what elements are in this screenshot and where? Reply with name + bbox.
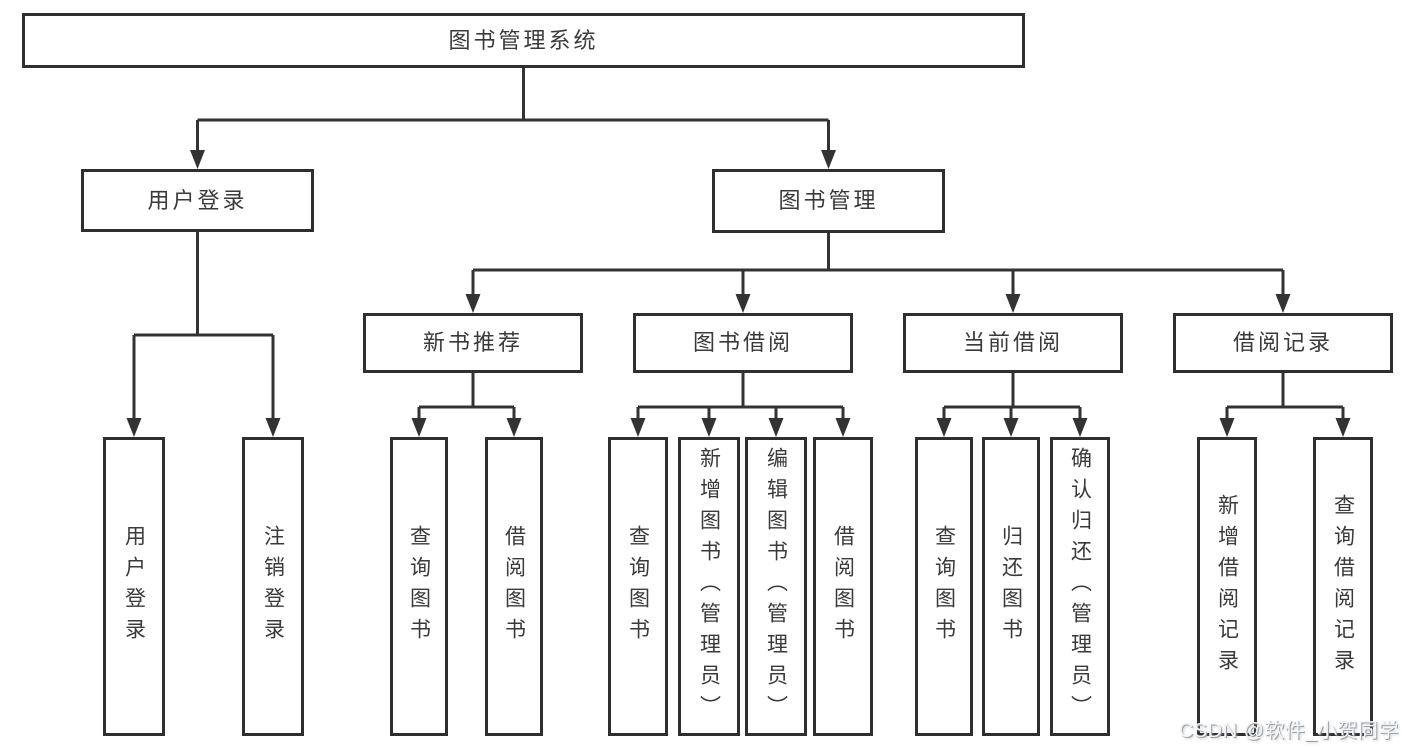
leaf-label: 注销登录	[261, 524, 285, 649]
arrow-down-icon	[265, 418, 281, 437]
leaf-label: 查询借阅记录	[1331, 493, 1355, 680]
leaf-query-borrow-record: 查询借阅记录	[1313, 437, 1373, 736]
arrow-down-icon	[821, 150, 836, 169]
arrow-down-icon	[1275, 294, 1291, 313]
arrow-down-icon	[126, 418, 142, 437]
csdn-watermark: CSDN @软件_小贺同学	[1178, 720, 1399, 742]
node-label: 图书管理系统	[448, 27, 599, 53]
arrow-down-icon	[1003, 418, 1019, 437]
node-label: 借阅记录	[1232, 330, 1333, 355]
leaf-label: 编辑图书（管理员）	[764, 447, 788, 726]
leaf-label: 新增借阅记录	[1215, 493, 1239, 680]
arrow-down-icon	[1005, 294, 1021, 313]
node-label: 当前借阅	[962, 330, 1063, 355]
leaf-confirm-return-admin: 确认归还（管理员）	[1050, 437, 1110, 736]
leaf-query-books-current: 查询图书	[915, 437, 973, 736]
connector-user-login-to-leaves	[126, 232, 281, 437]
leaf-add-borrow-record: 新增借阅记录	[1197, 437, 1257, 736]
leaf-add-book-admin: 新增图书（管理员）	[678, 437, 740, 736]
leaf-label: 用户登录	[122, 524, 146, 649]
node-label: 用户登录	[147, 187, 248, 213]
connector-records-to-leaves	[1219, 373, 1351, 437]
node-book-borrowing: 图书借阅	[633, 313, 853, 373]
leaf-label: 确认归还（管理员）	[1068, 447, 1092, 726]
arrow-down-icon	[630, 418, 646, 437]
leaf-label: 借阅图书	[831, 524, 855, 649]
node-library-management-system: 图书管理系统	[22, 13, 1025, 68]
node-label: 图书管理	[778, 188, 879, 213]
connector-book-mgmt-to-level3	[465, 233, 1291, 313]
leaf-label: 归还图书	[999, 524, 1023, 649]
arrow-down-icon	[1219, 418, 1235, 437]
arrow-down-icon	[735, 294, 751, 313]
node-user-login: 用户登录	[81, 169, 314, 232]
connector-current-to-leaves	[936, 373, 1088, 437]
leaf-user-login: 用户登录	[103, 437, 165, 736]
arrow-down-icon	[835, 418, 851, 437]
node-current-borrowing: 当前借阅	[903, 313, 1123, 373]
node-book-management: 图书管理	[712, 169, 945, 233]
leaf-logout-login: 注销登录	[242, 437, 304, 736]
leaf-label: 借阅图书	[502, 524, 526, 649]
connector-book-borrow-to-leaves	[630, 373, 851, 437]
leaf-borrow-books-borrowing: 借阅图书	[813, 437, 873, 736]
arrow-down-icon	[701, 418, 717, 437]
connector-new-rec-to-leaves	[411, 373, 522, 437]
leaf-return-books: 归还图书	[982, 437, 1040, 736]
leaf-label: 查询图书	[407, 524, 431, 649]
leaf-label: 查询图书	[626, 524, 650, 649]
node-label: 图书借阅	[692, 330, 793, 355]
node-label: 新书推荐	[422, 330, 523, 355]
leaf-label: 新增图书（管理员）	[697, 447, 721, 726]
leaf-query-books-borrowing: 查询图书	[608, 437, 668, 736]
arrow-down-icon	[936, 418, 952, 437]
arrow-down-icon	[506, 418, 522, 437]
arrow-down-icon	[1335, 418, 1351, 437]
arrow-down-icon	[411, 418, 427, 437]
node-new-book-recommendation: 新书推荐	[363, 313, 583, 373]
leaf-edit-book-admin: 编辑图书（管理员）	[745, 437, 807, 736]
node-borrowing-records: 借阅记录	[1173, 313, 1393, 373]
leaf-borrow-books-recommendation: 借阅图书	[485, 437, 543, 736]
leaf-query-books-recommendation: 查询图书	[390, 437, 448, 736]
arrow-down-icon	[465, 294, 481, 313]
connector-root-to-level2	[190, 68, 836, 169]
arrow-down-icon	[768, 418, 784, 437]
arrow-down-icon	[190, 150, 205, 169]
arrow-down-icon	[1072, 418, 1088, 437]
leaf-label: 查询图书	[932, 524, 956, 649]
